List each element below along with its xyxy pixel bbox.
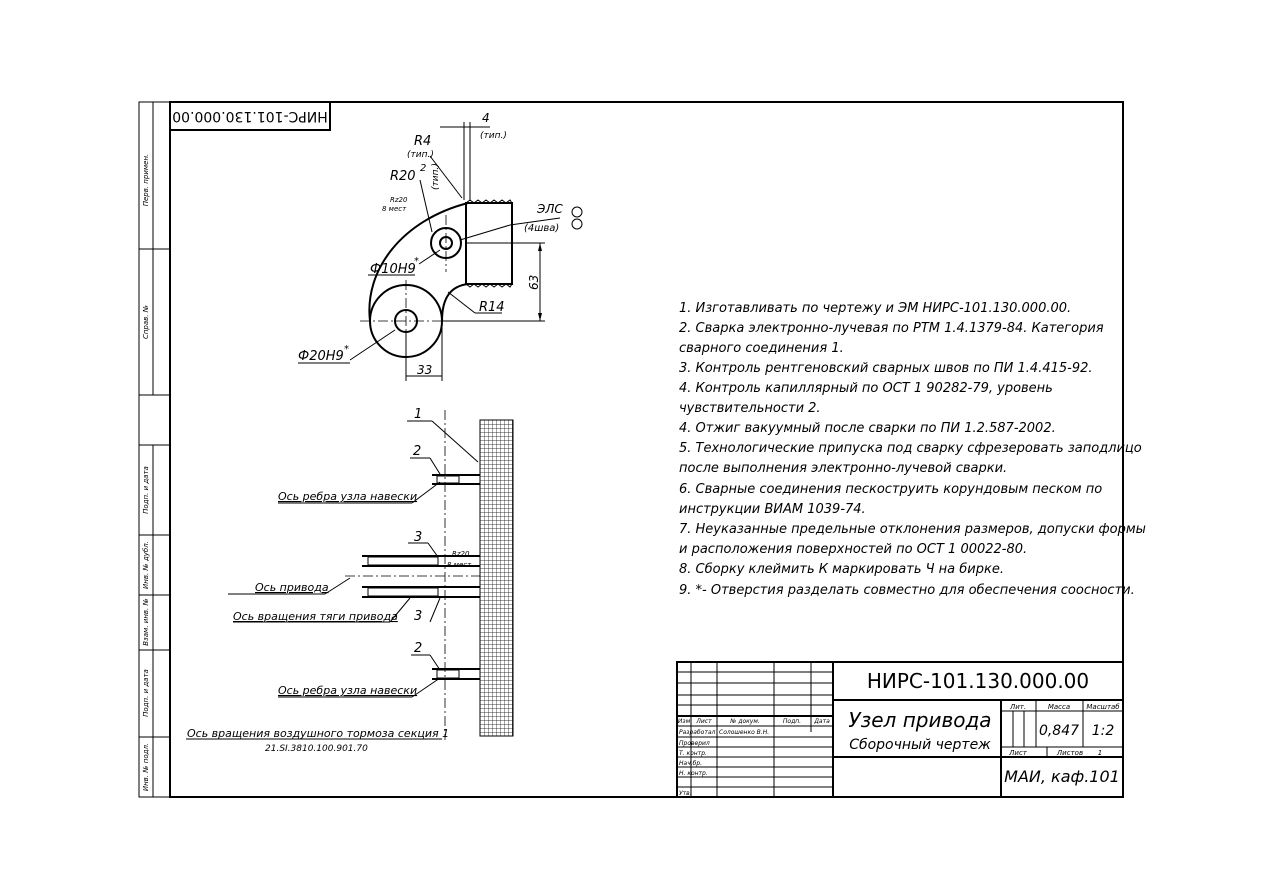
label-phi10-mark: *: [414, 256, 419, 267]
note-line: 4. Отжиг вакуумный после сварки по ПИ 1.…: [679, 421, 1056, 436]
row-label: Н. контр.: [679, 770, 708, 777]
top-view-labels: R4 (тип.) R20 2 (тип.) 4 (тип.) Rz20 8 м…: [298, 111, 563, 377]
note-line: 4. Контроль капиллярный по ОСТ 1 90282-7…: [679, 381, 1053, 396]
title-block-text: НИРС-101.130.000.00 Узел привода Сборочн…: [678, 669, 1120, 797]
axis-rib-bottom: Ось ребра узла навески: [278, 684, 417, 697]
strip-label: Взам. инв. №: [142, 598, 150, 646]
label-r4-sub: (тип.): [407, 150, 434, 160]
title-doc-code: НИРС-101.130.000.00: [867, 669, 1089, 693]
value-scale: 1:2: [1092, 723, 1115, 739]
col-header: Дата: [813, 718, 830, 725]
side-view: [186, 410, 514, 740]
strip-label: Подп. и дата: [142, 466, 150, 514]
strip-label: Инв. № дубл.: [142, 541, 150, 589]
label-els-sub: (4шва): [524, 223, 559, 234]
strip-label: Перв. примен.: [142, 154, 150, 207]
label-dim-33: 33: [417, 363, 432, 377]
label-dim-63: 63: [527, 275, 541, 290]
label-sheets: Листов: [1056, 749, 1083, 757]
label-r20-small: 2: [420, 163, 426, 174]
strip-label: Справ. №: [142, 305, 150, 339]
pos-2-top: 2: [413, 444, 421, 459]
label-r14: R14: [479, 300, 505, 315]
strip-label: Инв. № подл.: [142, 743, 150, 791]
label-els: ЭЛС: [536, 202, 563, 216]
side-rz-sub: 8 мест: [447, 561, 472, 569]
axis-rot: Ось вращения тяги привода: [233, 610, 398, 623]
header-lit: Лит.: [1009, 703, 1026, 711]
note-line: 7. Неуказанные предельные отклонения раз…: [679, 522, 1146, 537]
header-scale: Масштаб: [1086, 703, 1120, 711]
pos-3-bottom: 3: [414, 609, 422, 624]
row-label: Утв.: [679, 790, 692, 797]
note-line: и расположения поверхностей по ОСТ 1 000…: [679, 542, 1027, 557]
label-phi20: Ф20Н9: [298, 349, 344, 364]
pos-2-bottom: 2: [414, 641, 422, 656]
title-doc-type: Сборочный чертеж: [849, 737, 991, 753]
col-header: Изм: [678, 718, 691, 725]
code-box-rotated: [169, 101, 331, 131]
strip-label: Подп. и дата: [142, 669, 150, 717]
title-name: Узел привода: [848, 708, 991, 732]
note-line: 2. Сварка электронно-лучевая по РТМ 1.4.…: [679, 321, 1104, 336]
note-line: 8. Сборку клеймить К маркировать Ч на би…: [679, 562, 1004, 577]
col-header: № докум.: [729, 718, 760, 725]
plate-section: [479, 419, 514, 737]
label-dim-4-sub: (тип.): [480, 131, 507, 141]
axis-rib-top: Ось ребра узла навески: [278, 490, 417, 503]
side-rz: Rz20: [452, 550, 470, 558]
label-phi20-mark: *: [344, 344, 349, 355]
row-label: Проверил: [679, 740, 710, 747]
axis-brake-code: 21.SI.3810.100.901.70: [265, 744, 368, 754]
note-line: сварного соединения 1.: [679, 341, 844, 356]
org-name: МАИ, каф.101: [1004, 767, 1120, 786]
col-header: Лист: [695, 718, 712, 725]
doc-code-rotated: НИРС-101.130.000.00: [172, 108, 328, 124]
label-r4: R4: [414, 134, 431, 149]
row-label: Т. контр.: [679, 750, 707, 757]
row-label: Разработал: [679, 729, 716, 736]
note-line: 9. *- Отверстия разделать совместно для …: [679, 583, 1135, 598]
pos-3-top: 3: [414, 530, 422, 545]
note-line: 3. Контроль рентгеновский сварных швов п…: [679, 361, 1093, 376]
label-phi10: Ф10Н9: [370, 262, 416, 277]
top-view: [298, 122, 583, 381]
value-sheets: 1: [1098, 749, 1102, 757]
header-mass: Масса: [1048, 703, 1070, 711]
label-rz-top: Rz20: [390, 196, 408, 204]
note-line: после выполнения электронно-лучевой свар…: [679, 461, 1007, 476]
note-line: 1. Изготавливать по чертежу и ЭМ НИРС-10…: [679, 301, 1071, 316]
technical-notes: 1. Изготавливать по чертежу и ЭМ НИРС-10…: [679, 301, 1146, 598]
value-mass: 0,847: [1039, 723, 1079, 739]
title-block: [676, 661, 1124, 798]
note-line: инструкции ВИАМ 1039-74.: [679, 502, 866, 517]
axis-brake: Ось вращения воздушного тормоза секция 1: [187, 727, 449, 740]
note-line: 5. Технологические припуска под сварку с…: [679, 441, 1142, 456]
col-header: Подп.: [783, 718, 801, 725]
label-r20-sub: (тип.): [431, 163, 441, 190]
label-sheet: Лист: [1008, 749, 1028, 757]
pos-1: 1: [414, 407, 422, 422]
left-strip: Перв. примен. Справ. № Подп. и дата Инв.…: [142, 154, 150, 791]
note-line: 6. Сварные соединения пескоструить корун…: [679, 482, 1102, 497]
developer-name: Солошенко В.Н.: [719, 729, 769, 736]
label-dim-4: 4: [482, 111, 490, 125]
sheet-inner-frame: [169, 101, 1124, 798]
row-label: Нач.бр.: [679, 760, 702, 767]
label-rz-sub: 8 мест: [382, 205, 407, 213]
label-r20: R20: [390, 169, 416, 184]
axis-drive: Ось привода: [255, 581, 329, 594]
note-line: чувствительности 2.: [679, 401, 821, 416]
side-view-labels: 1 2 Ось ребра узла навески 3 Rz20 8 мест…: [187, 407, 472, 754]
